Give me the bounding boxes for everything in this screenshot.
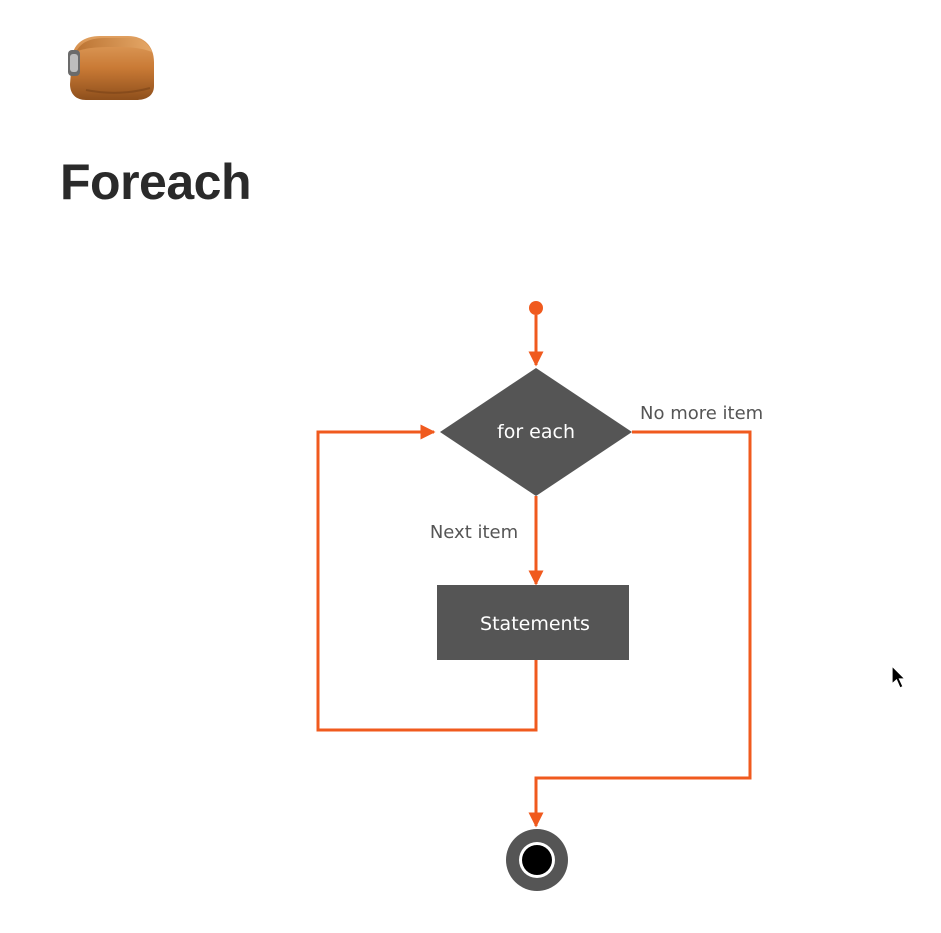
mouse-cursor-icon <box>891 665 907 689</box>
edge-exit <box>528 430 752 828</box>
toiletry-bag-icon <box>68 36 154 100</box>
page-title: Foreach <box>60 154 252 210</box>
statements-node <box>437 585 629 660</box>
edge-label-no-more-item: No more item <box>640 403 763 424</box>
decision-node <box>440 368 632 496</box>
start-node <box>529 301 543 315</box>
end-node-core <box>522 845 552 875</box>
edge-loop-back <box>316 424 538 732</box>
edge-label-next-item: Next item <box>430 522 518 543</box>
statements-label: Statements <box>480 613 590 635</box>
decision-label: for each <box>497 421 575 443</box>
